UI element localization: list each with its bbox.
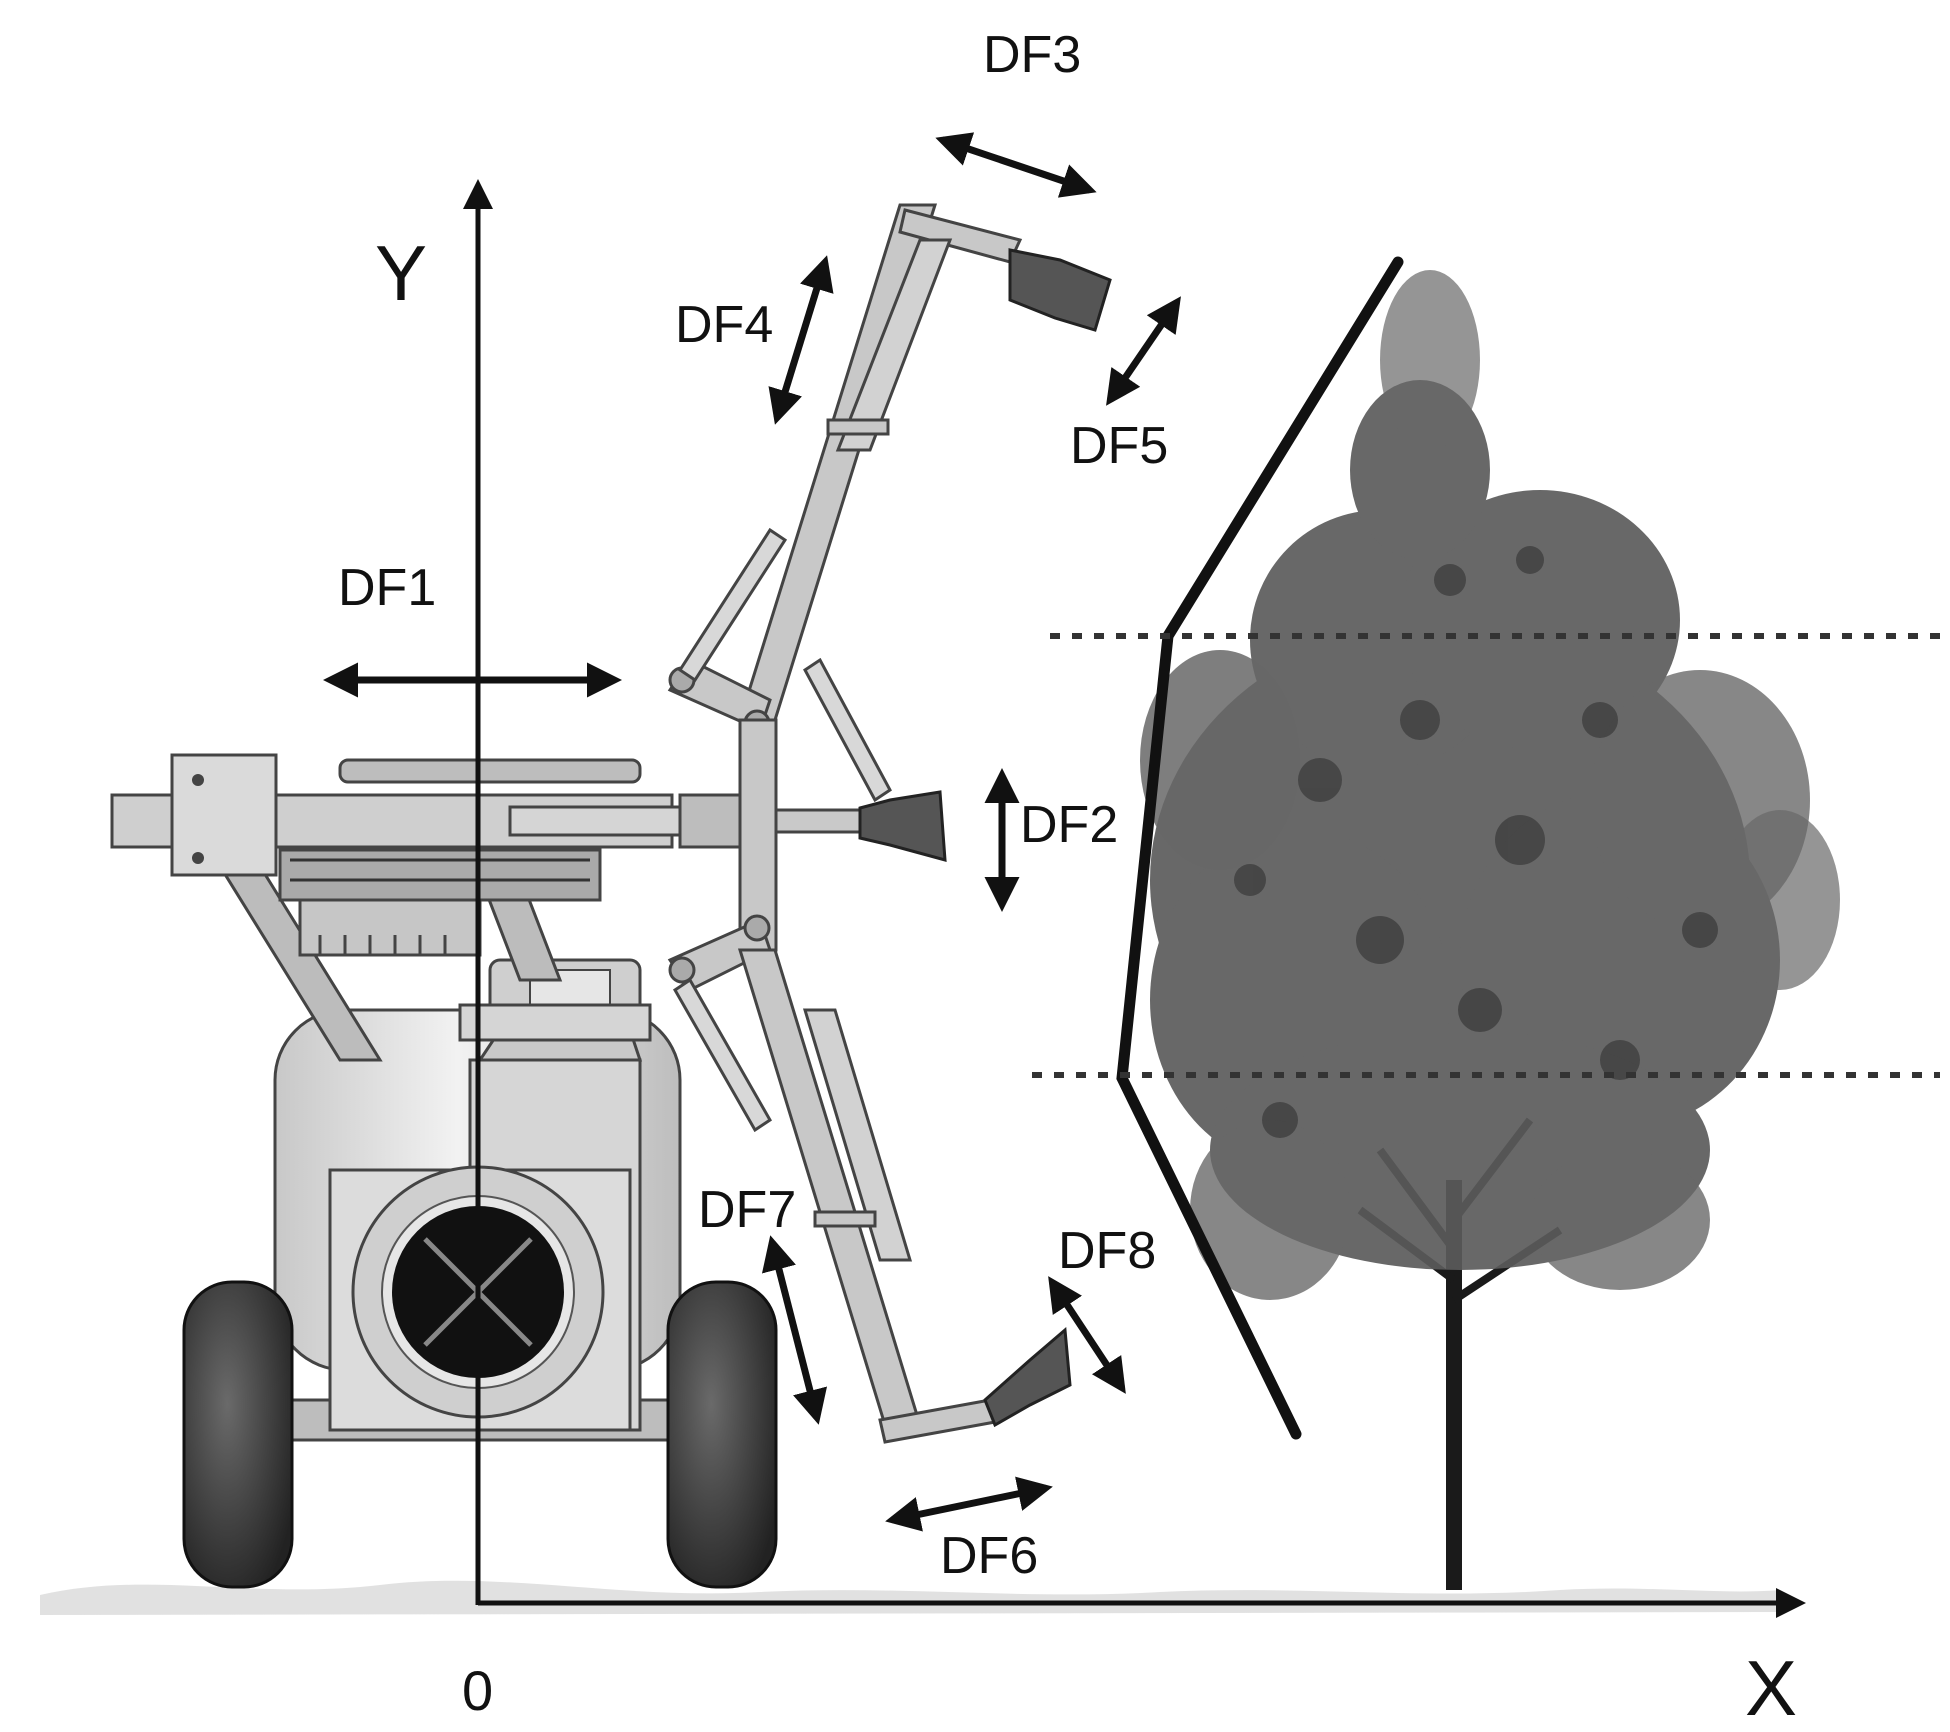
x-axis-label: X	[1745, 1644, 1797, 1732]
tree-foliage	[1140, 270, 1840, 1300]
df6-arrow	[885, 1476, 1053, 1532]
tree-icon	[1140, 270, 1840, 1590]
df2-label: DF2	[1020, 796, 1118, 854]
tree-trunk	[1446, 1180, 1462, 1590]
df7-label: DF7	[698, 1181, 796, 1239]
df8-label: DF8	[1058, 1222, 1156, 1280]
right-wheel	[666, 1280, 778, 1589]
ground	[40, 1580, 1780, 1615]
df5-arrow	[1106, 296, 1181, 406]
sprayer-machine	[110, 203, 1112, 1589]
df3-arrow	[935, 132, 1097, 198]
articulated-boom	[667, 203, 1023, 1444]
df6-label: DF6	[940, 1527, 1038, 1585]
df4-label: DF4	[675, 296, 773, 354]
nozzle-icon	[1008, 248, 1112, 332]
origin-label: 0	[462, 1659, 493, 1722]
nozzle-icon	[858, 790, 947, 863]
nozzle-icon	[983, 1326, 1072, 1428]
df4-arrow	[768, 255, 834, 425]
canopy-profile-line	[1116, 256, 1404, 1440]
df5-label: DF5	[1070, 417, 1168, 475]
df8-arrow	[1048, 1276, 1126, 1394]
df7-arrow	[761, 1235, 828, 1425]
left-wheel	[182, 1280, 294, 1589]
y-axis-label: Y	[375, 229, 427, 317]
df3-label: DF3	[983, 26, 1081, 84]
df1-label: DF1	[338, 559, 436, 617]
